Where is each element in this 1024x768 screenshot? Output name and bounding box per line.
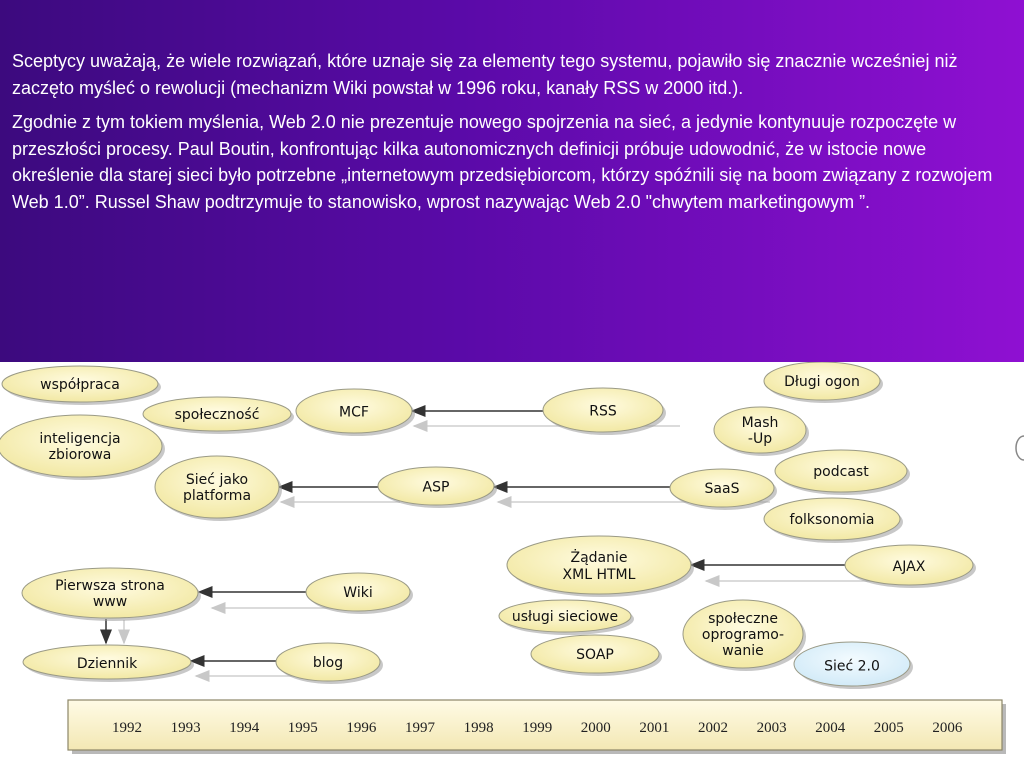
- node-podcast: podcast: [774, 449, 910, 495]
- node-mash-up: Mash-Up: [713, 406, 809, 456]
- node-label: RSS: [589, 403, 617, 419]
- node-shape: [682, 599, 804, 669]
- node-shape: [793, 641, 911, 687]
- node-label: Wiki: [343, 585, 372, 601]
- slide-header-panel: Sceptycy uważają, że wiele rozwiązań, kt…: [0, 0, 1024, 362]
- node-shape: [305, 572, 411, 612]
- node-label: społeczne: [708, 611, 778, 627]
- node-label: podcast: [813, 464, 869, 480]
- node-label: oprogramo-: [702, 627, 784, 643]
- node-ajax: AJAX: [844, 544, 976, 588]
- timeline-bar: 1992 1993 1994 1995 1996 1997 1998 1999 2000 2001…: [67, 699, 1006, 754]
- offscreen-node-edge: [1015, 435, 1024, 461]
- timeline-year: 1996: [346, 720, 377, 736]
- timeline-band: [67, 699, 1003, 751]
- node-shape: [763, 362, 881, 401]
- node-label: MCF: [339, 405, 369, 421]
- node-shape: [22, 644, 192, 680]
- node-spolecznosc: społeczność: [142, 396, 294, 434]
- node-mcf: MCF: [295, 388, 415, 436]
- node-dlugi-ogon: Długi ogon: [763, 362, 883, 403]
- timeline-year: 1998: [464, 720, 494, 736]
- node-label: blog: [313, 655, 343, 671]
- node-siec-2-0: Sieć 2.0: [793, 641, 913, 689]
- node-blog: blog: [275, 642, 383, 684]
- node-rss: RSS: [542, 387, 666, 435]
- node-label: współpraca: [40, 377, 120, 393]
- node-asp: ASP: [377, 466, 497, 508]
- node-label: Dziennik: [77, 656, 138, 672]
- node-uslugi-sieciowe: usługi sieciowe: [498, 599, 634, 635]
- node-label: Sieć 2.0: [824, 658, 880, 674]
- node-shape: [154, 455, 280, 519]
- node-label: SaaS: [705, 481, 740, 497]
- node-shape: [774, 449, 908, 493]
- timeline-year: 1992: [112, 720, 142, 736]
- node-label: inteligencja: [39, 431, 120, 447]
- node-label: usługi sieciowe: [512, 609, 618, 625]
- node-label: Długi ogon: [784, 374, 860, 390]
- timeline-year: 1997: [405, 720, 436, 736]
- node-shape: [542, 387, 664, 433]
- diagram-canvas: współpraca społeczność MCF RSS Długi ogon int…: [0, 362, 1024, 754]
- node-shape: [763, 497, 901, 541]
- node-label: społeczność: [175, 407, 260, 423]
- node-shape: [844, 544, 974, 586]
- node-shape: [377, 466, 495, 506]
- node-label: www: [93, 594, 127, 610]
- node-folksonomia: folksonomia: [763, 497, 903, 543]
- node-label: Mash: [742, 415, 779, 431]
- slide-text: Sceptycy uważają, że wiele rozwiązań, kt…: [12, 48, 1012, 223]
- timeline-year: 2003: [757, 720, 787, 736]
- node-soap: SOAP: [530, 634, 662, 676]
- node-shape: [142, 396, 292, 432]
- timeline-year: 2006: [932, 720, 963, 736]
- node-saas: SaaS: [669, 468, 777, 510]
- node-shape: [295, 388, 413, 434]
- node-label: ASP: [423, 479, 450, 495]
- node-shape: [0, 414, 163, 478]
- node-shape: [669, 468, 775, 508]
- node-label: Sieć jako: [186, 472, 248, 488]
- node-dziennik: Dziennik: [22, 644, 194, 682]
- paragraph-skeptics: Sceptycy uważają, że wiele rozwiązań, kt…: [12, 51, 958, 98]
- node-shape: [506, 535, 692, 595]
- node-label: XML HTML: [563, 567, 636, 583]
- node-shape: [713, 406, 807, 454]
- concept-nodes: współpraca społeczność MCF RSS Długi ogon int…: [0, 362, 976, 689]
- node-label: folksonomia: [790, 512, 875, 528]
- timeline-year: 1995: [288, 720, 318, 736]
- timeline-year: 2000: [581, 720, 611, 736]
- web20-timeline-diagram: współpraca społeczność MCF RSS Długi ogon int…: [0, 362, 1024, 768]
- node-label: zbiorowa: [49, 447, 112, 463]
- node-wiki: Wiki: [305, 572, 413, 614]
- node-shape: [275, 642, 381, 682]
- node-label: -Up: [748, 431, 772, 447]
- node-label: SOAP: [576, 647, 614, 663]
- node-label: Żądanie: [570, 548, 627, 566]
- node-shape: [1, 365, 159, 403]
- timeline-year: 2002: [698, 720, 728, 736]
- node-wspolpraca: współpraca: [1, 365, 161, 405]
- timeline-year: 2001: [639, 720, 669, 736]
- node-label: AJAX: [893, 559, 926, 575]
- timeline-year: 1999: [522, 720, 552, 736]
- node-label: Pierwsza strona: [55, 578, 165, 594]
- timeline-year: 2004: [815, 720, 846, 736]
- timeline-year: 2005: [874, 720, 904, 736]
- node-shape: [530, 634, 660, 674]
- paragraph-web20-continuation: Zgodnie z tym tokiem myślenia, Web 2.0 n…: [12, 112, 993, 212]
- node-label: wanie: [722, 643, 763, 659]
- node-shape: [21, 567, 199, 619]
- timeline-year: 1993: [171, 720, 201, 736]
- node-shape: [498, 599, 632, 633]
- node-label: platforma: [183, 488, 251, 504]
- timeline-year: 1994: [229, 720, 260, 736]
